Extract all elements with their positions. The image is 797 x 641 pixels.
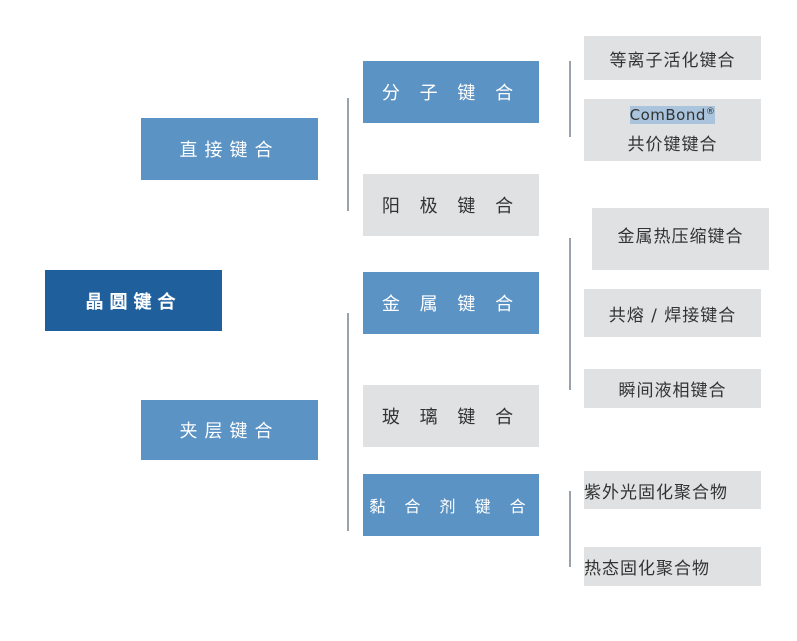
node-adhesive-bonding: 黏 合 剂 键 合 — [363, 474, 539, 536]
node-label: 共价键键合 — [627, 134, 718, 155]
node-glass-bonding: 玻 璃 键 合 — [363, 385, 539, 447]
registered-mark: ® — [705, 106, 716, 117]
connector-line — [569, 491, 571, 567]
node-label: 共熔 / 焊接键合 — [608, 305, 737, 326]
node-intermediate-layer-bonding: 夹层键合 — [141, 400, 318, 460]
node-label: 瞬间液相键合 — [618, 381, 727, 401]
node-label: 热态固化聚合物 — [584, 559, 710, 579]
node-label: 黏 合 剂 键 合 — [369, 497, 533, 516]
node-label: 等离子活化键合 — [609, 50, 736, 71]
connector-line — [347, 98, 349, 211]
node-eutectic-solder-bonding: 共熔 / 焊接键合 — [584, 289, 761, 337]
node-anodic-bonding: 阳 极 键 合 — [363, 174, 539, 236]
node-metal-thermocompression-bonding: 金属热压缩键合 — [592, 208, 769, 270]
node-molecular-bonding: 分 子 键 合 — [363, 61, 539, 123]
connector-line — [569, 238, 571, 390]
node-label: 玻 璃 键 合 — [381, 407, 521, 428]
node-plasma-activated-bonding: 等离子活化键合 — [584, 36, 761, 80]
node-metal-bonding: 金 属 键 合 — [363, 272, 539, 334]
brand-name: ComBond® — [629, 105, 716, 124]
node-label: 紫外光固化聚合物 — [584, 482, 728, 503]
node-label: 夹层键合 — [179, 421, 280, 442]
node-label: 金 属 键 合 — [381, 294, 521, 315]
node-label: 阳 极 键 合 — [381, 196, 521, 217]
node-label: 直接键合 — [179, 140, 280, 161]
node-wafer-bonding: 晶圆键合 — [45, 270, 222, 331]
brand-text: ComBond — [629, 105, 706, 124]
node-thermal-cured-polymer: 热态固化聚合物 — [584, 547, 761, 586]
node-combond-covalent-bonding: ComBond® 共价键键合 — [584, 99, 761, 161]
node-transient-liquid-phase-bonding: 瞬间液相键合 — [584, 369, 761, 408]
node-label: 金属热压缩键合 — [617, 227, 744, 247]
node-label: 分 子 键 合 — [381, 83, 521, 104]
connector-line — [569, 61, 571, 137]
connector-line — [347, 313, 349, 531]
node-uv-cured-polymer: 紫外光固化聚合物 — [584, 471, 761, 509]
node-direct-bonding: 直接键合 — [141, 118, 318, 180]
node-label: 晶圆键合 — [85, 291, 182, 313]
